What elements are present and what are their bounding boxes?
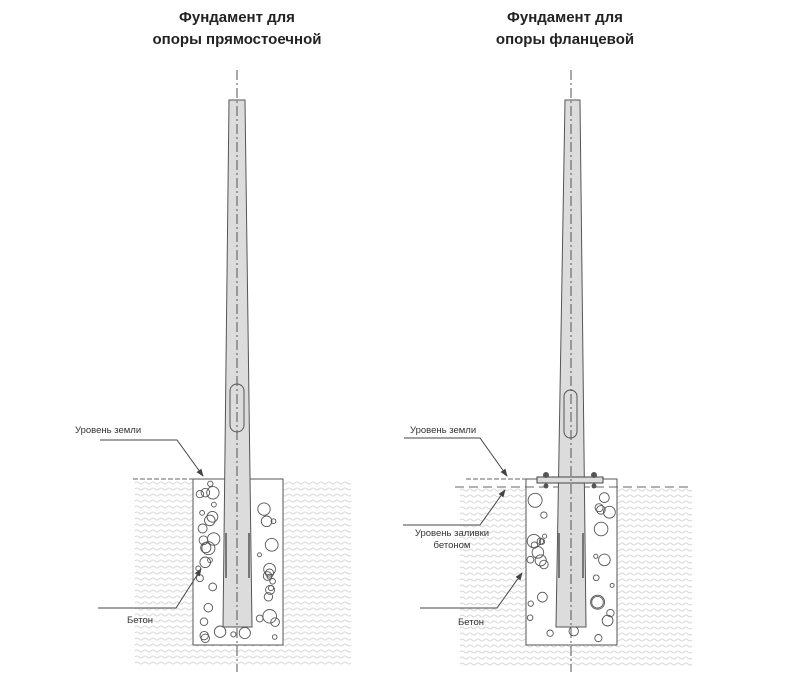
aggregate-circle	[527, 600, 534, 607]
aggregate-circle	[257, 502, 271, 516]
soil-wave	[459, 656, 693, 660]
aggregate-circle	[199, 617, 209, 626]
aggregate-circle	[199, 510, 205, 516]
aggregate-circle	[197, 523, 208, 534]
left-title-line2: опоры прямостоечной	[153, 31, 322, 48]
aggregate-circle	[591, 595, 604, 609]
aggregate-circle	[538, 538, 546, 545]
aggregate-circle	[526, 555, 535, 564]
aggregate-circle	[540, 511, 548, 519]
aggregate-circle	[527, 492, 543, 508]
bolt-icon	[543, 472, 549, 478]
right-concrete-label: Бетон	[458, 617, 484, 628]
soil-wave	[134, 661, 352, 665]
aggregate-circle	[199, 630, 209, 641]
aggregate-circle	[206, 510, 219, 523]
aggregate-circle	[593, 553, 599, 559]
right-pour-label-line2: бетоном	[434, 540, 471, 551]
soil-wave	[459, 644, 693, 648]
aggregate-circle	[609, 582, 615, 588]
aggregate-circle	[264, 568, 275, 578]
aggregate-circle	[230, 631, 237, 638]
aggregate-circle	[204, 514, 216, 527]
aggregate-circle	[260, 515, 273, 528]
aggregate-circle	[539, 559, 549, 570]
aggregate-circle	[598, 492, 610, 503]
aggregate-circle	[592, 574, 600, 582]
right-title-line2: опоры фланцевой	[496, 31, 634, 48]
soil-wave	[459, 650, 693, 654]
right-concrete-aggregate	[526, 492, 616, 643]
aggregate-circle	[203, 602, 214, 613]
aggregate-circle	[263, 562, 276, 576]
soil-wave	[459, 662, 693, 666]
aggregate-circle	[201, 541, 216, 556]
aggregate-circle	[265, 584, 276, 595]
aggregate-circle	[213, 625, 227, 638]
aggregate-circle	[211, 501, 217, 508]
soil-wave	[134, 649, 352, 653]
aggregate-circle	[606, 608, 615, 618]
right-ground-label: Уровень земли	[410, 425, 476, 436]
aggregate-circle	[271, 634, 278, 640]
aggregate-circle	[257, 552, 262, 558]
soil-wave	[134, 655, 352, 659]
left-ground-label: Уровень земли	[75, 425, 141, 436]
aggregate-circle	[264, 537, 279, 552]
aggregate-circle	[593, 521, 609, 537]
right-title-line1: Фундамент для	[507, 9, 623, 26]
aggregate-circle	[270, 518, 277, 525]
aggregate-circle	[526, 533, 542, 549]
aggregate-circle	[546, 629, 554, 637]
aggregate-circle	[195, 489, 205, 499]
aggregate-circle	[542, 533, 548, 539]
aggregate-circle	[594, 634, 603, 643]
aggregate-circle	[598, 553, 611, 567]
aggregate-circle	[200, 487, 211, 498]
aggregate-circle	[206, 486, 220, 500]
aggregate-circle	[596, 505, 606, 515]
aggregate-circle	[207, 480, 214, 487]
aggregate-circle	[603, 505, 616, 519]
aggregate-circle	[262, 571, 273, 581]
right-flange-plate	[536, 476, 604, 484]
aggregate-circle	[208, 582, 218, 592]
aggregate-circle	[534, 554, 547, 567]
aggregate-circle	[594, 503, 604, 513]
aggregate-circle	[526, 614, 534, 621]
left-title-line1: Фундамент для	[179, 9, 295, 26]
aggregate-circle	[590, 594, 606, 610]
right-pour-label-line1: Уровень заливки	[415, 528, 489, 539]
bolt-icon	[591, 472, 597, 478]
aggregate-circle	[269, 578, 276, 585]
aggregate-circle	[263, 592, 274, 602]
left-foundation: Фундамент для опоры прямостоечной Уровен…	[75, 9, 321, 672]
right-foundation: Фундамент для опоры фланцевой Уровень зе…	[403, 9, 690, 672]
aggregate-circle	[270, 617, 280, 627]
aggregate-circle	[207, 557, 213, 563]
aggregate-circle	[262, 609, 277, 624]
aggregate-circle	[537, 591, 548, 603]
left-concrete-label: Бетон	[127, 615, 153, 626]
aggregate-circle	[601, 614, 614, 627]
